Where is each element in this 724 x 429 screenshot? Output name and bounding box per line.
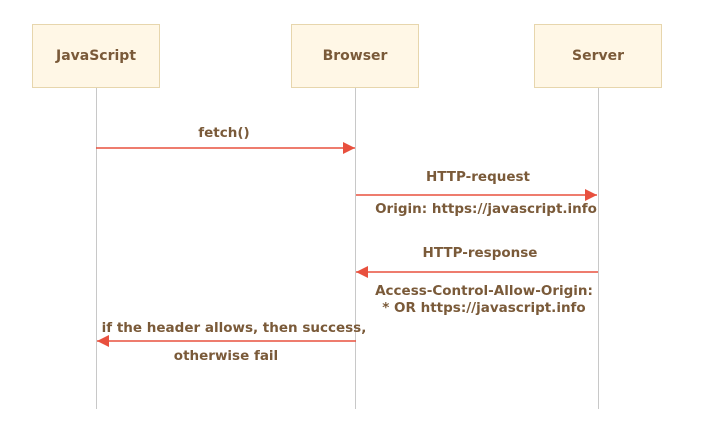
result-success-label: if the header allows, then success, — [101, 320, 367, 336]
origin-header-label: Origin: https://javascript.info — [375, 201, 597, 217]
http-response-label: HTTP-response — [422, 245, 538, 261]
javascript-actor-box: JavaScript — [32, 24, 160, 88]
fetch-label: fetch() — [198, 125, 250, 141]
browser-actor-box: Browser — [291, 24, 419, 88]
http-request-label: HTTP-request — [425, 169, 531, 185]
acao-header-label: Access-Control-Allow-Origin: — [375, 283, 593, 299]
result-fail-label: otherwise fail — [173, 348, 279, 364]
server-actor-box: Server — [534, 24, 662, 88]
browser-actor-label: Browser — [322, 48, 388, 64]
server-actor-label: Server — [571, 48, 624, 64]
javascript-actor-label: JavaScript — [55, 48, 137, 64]
acao-value-label: * OR https://javascript.info — [382, 300, 586, 316]
server-lifeline — [598, 88, 599, 409]
browser-lifeline — [355, 88, 356, 409]
javascript-lifeline — [96, 88, 97, 409]
